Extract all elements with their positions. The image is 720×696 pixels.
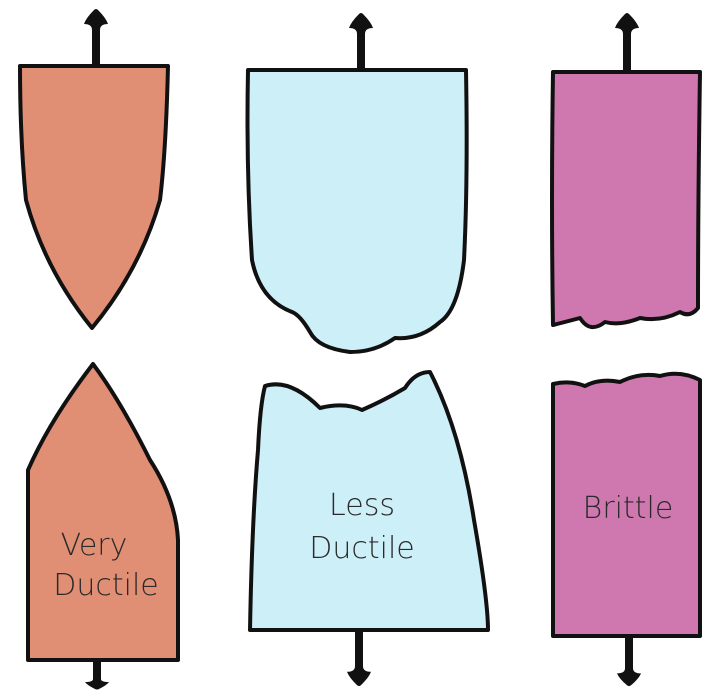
tension-arrow-down-icon	[347, 630, 371, 687]
less-ductile-specimen: Less Ductile	[245, 13, 490, 687]
specimen-label-line: Ductile	[53, 568, 159, 603]
less-ductile-bottom-half	[248, 370, 490, 632]
less-ductile-top-half	[245, 68, 469, 354]
specimen-label-line: Less	[329, 488, 395, 523]
specimen-label-line: Very	[61, 528, 128, 563]
brittle-specimen: Brittle	[550, 13, 702, 687]
brittle-top-half	[550, 70, 702, 330]
tension-arrow-down-icon	[617, 636, 641, 687]
very-ductile-specimen: Very Ductile	[18, 9, 180, 690]
tension-arrow-up-icon	[84, 9, 108, 68]
specimen-label-line: Brittle	[583, 491, 674, 526]
tension-arrow-up-icon	[615, 13, 639, 72]
very-ductile-bottom-half	[26, 362, 180, 662]
tension-arrow-down-icon	[85, 660, 109, 690]
tension-arrow-up-icon	[349, 13, 373, 72]
brittle-bottom-half	[551, 371, 702, 638]
specimen-label-line: Ductile	[309, 531, 415, 566]
very-ductile-top-half	[18, 64, 170, 330]
